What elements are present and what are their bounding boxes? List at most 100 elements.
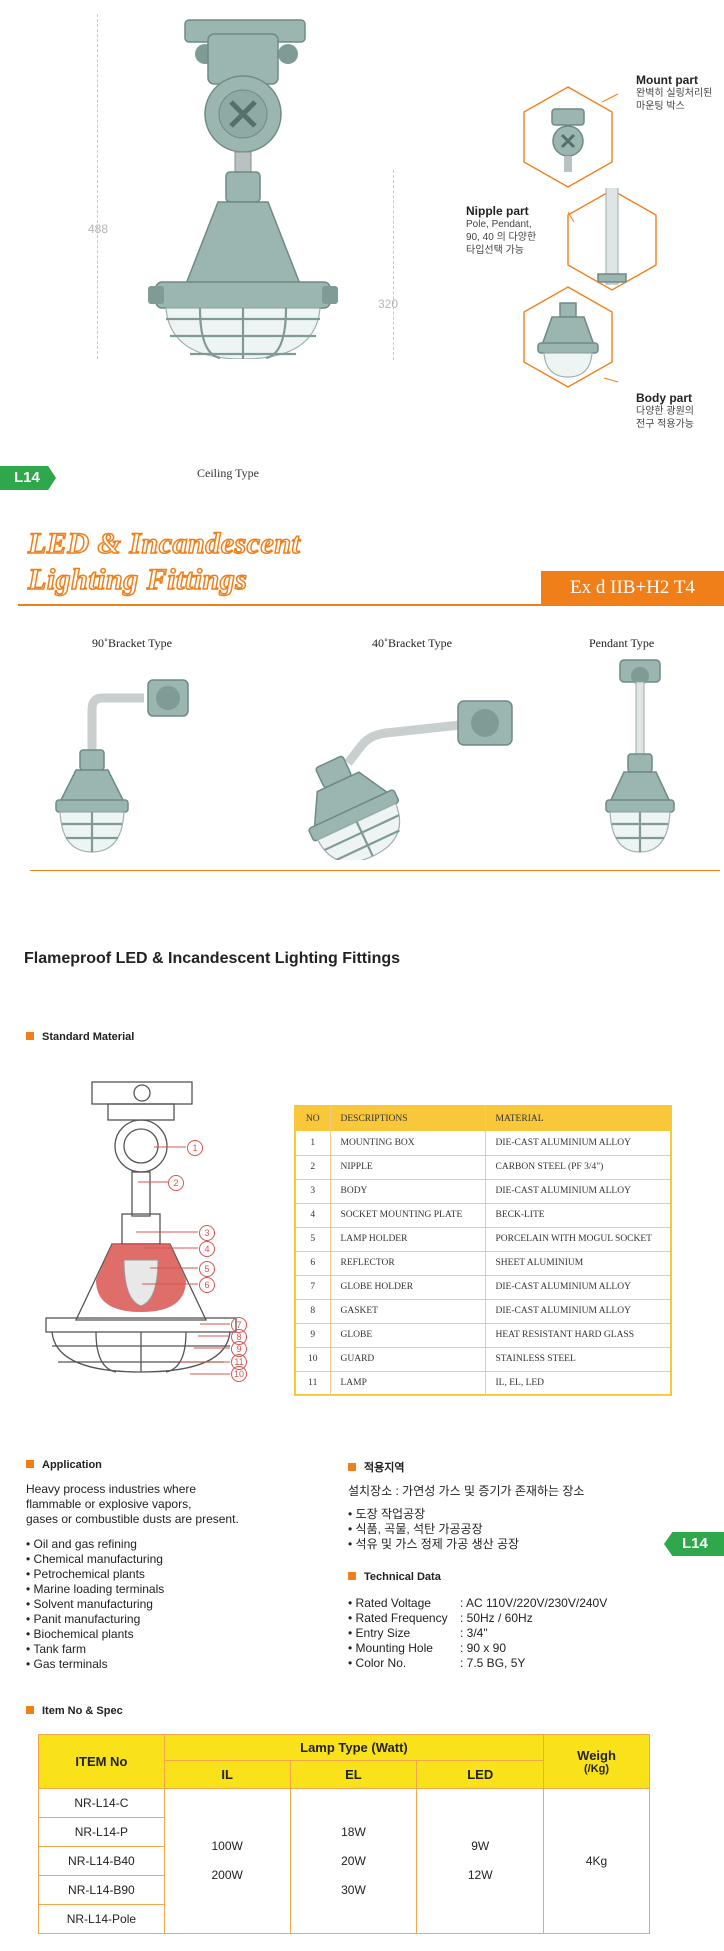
body-part-desc-2: 전구 적용가능 — [636, 419, 694, 430]
spec-header-led: LED — [416, 1760, 545, 1789]
spec-header-item-no: ITEM No — [38, 1734, 165, 1789]
header-descriptions: DESCRIPTIONS — [330, 1107, 486, 1131]
part-leader-lines — [567, 93, 619, 383]
section-square-icon — [26, 1460, 34, 1468]
header-material: MATERIAL — [485, 1107, 670, 1131]
technical-heading-text: Technical Data — [364, 1571, 441, 1583]
variant-label-pendant: Pendant Type — [589, 636, 655, 650]
dimension-body: 320 — [378, 297, 399, 311]
callout-1: 1 — [187, 1140, 203, 1156]
spec-table: ITEM No Lamp Type (Watt) Weigh(/Kg) IL E… — [38, 1734, 650, 1934]
technical-row: • Entry Size: 3/4" — [348, 1626, 488, 1640]
header-no: NO — [296, 1107, 331, 1131]
standard-material-heading-text: Standard Material — [42, 1031, 135, 1043]
ceiling-type-caption: Ceiling Type — [197, 466, 259, 480]
variant-label-90: 90˚Bracket Type — [92, 636, 172, 650]
list-item: • Oil and gas refining — [26, 1537, 137, 1551]
spec-weight-value: 4Kg — [543, 1788, 650, 1934]
mount-part-desc-2: 마운팅 박스 — [636, 101, 685, 112]
callout-5: 5 — [199, 1261, 215, 1277]
section-square-icon — [26, 1032, 34, 1040]
callout-10: 10 — [231, 1366, 247, 1382]
callout-2: 2 — [168, 1175, 184, 1191]
list-item: • Biochemical plants — [26, 1627, 134, 1641]
section-square-icon — [348, 1463, 356, 1471]
mount-part-hexagon — [523, 86, 613, 188]
korean-area-heading: 적용지역 — [348, 1459, 404, 1475]
product-title: Flameproof LED & Incandescent Lighting F… — [24, 950, 401, 967]
korean-area-heading-text: 적용지역 — [364, 1462, 405, 1474]
application-intro: Heavy process industries where flammable… — [26, 1482, 284, 1527]
standard-material-heading: Standard Material — [26, 1031, 134, 1043]
list-item: • 석유 및 가스 정제 가공 생산 공장 — [348, 1537, 520, 1551]
technical-row: • Rated Frequency: 50Hz / 60Hz — [348, 1611, 533, 1625]
spec-header-lamp-type: Lamp Type (Watt) — [163, 1734, 545, 1761]
material-table-header: NO DESCRIPTIONS MATERIAL — [296, 1107, 670, 1131]
korean-area-list: • 도장 작업공장 • 식품, 곡물, 석탄 가공공장 • 석유 및 가스 정제… — [348, 1507, 519, 1552]
spec-item: NR-L14-B40 — [38, 1846, 165, 1876]
technical-row: • Rated Voltage: AC 110V/220V/230V/240V — [348, 1596, 608, 1610]
variants-divider — [30, 870, 720, 871]
spec-header-el: EL — [289, 1760, 418, 1789]
list-item: • Petrochemical plants — [26, 1567, 145, 1581]
body-part-desc-1: 다양한 광원의 — [636, 406, 694, 417]
technical-list: • Rated Voltage: AC 110V/220V/230V/240V … — [348, 1596, 607, 1671]
technical-heading: Technical Data — [348, 1571, 441, 1583]
nipple-part-hexagon — [567, 188, 657, 291]
list-item: • Gas terminals — [26, 1657, 108, 1671]
page-tag-l14: L14 — [0, 466, 56, 490]
section-square-icon — [26, 1706, 34, 1714]
spec-item: NR-L14-P — [38, 1817, 165, 1847]
callout-6: 6 — [199, 1277, 215, 1293]
mount-part-title: Mount part — [636, 73, 698, 87]
section-square-icon — [348, 1572, 356, 1580]
nipple-part-desc-1: Pole, Pendant, — [466, 219, 532, 230]
mount-part-desc-1: 완벽히 실링처리된 — [636, 88, 713, 99]
banner-title-line2: Lighting Fittings — [27, 562, 248, 597]
nipple-part-desc-3: 타입선택 가능 — [466, 245, 524, 256]
banner-orange-rule — [18, 604, 724, 606]
side-tag-l14: L14 — [664, 1532, 724, 1556]
spec-weigh-unit: (/Kg) — [584, 1763, 610, 1775]
mount-part-info: Mount part 완벽히 실링처리된 마운팅 박스 — [636, 73, 712, 113]
banner-title-line1: LED & Incandescent — [27, 526, 301, 561]
ceiling-lamp-image — [148, 19, 338, 359]
material-callout-lines — [136, 1146, 230, 1375]
callout-4: 4 — [199, 1241, 215, 1257]
list-item: • Marine loading terminals — [26, 1582, 165, 1596]
bracket-90-lamp-image — [55, 679, 189, 853]
application-intro-line: flammable or explosive vapors, — [26, 1497, 192, 1511]
material-diagram — [45, 1081, 237, 1373]
korean-area-intro: 설치장소 : 가연성 가스 및 증기가 존재하는 장소 — [348, 1484, 585, 1498]
dimension-line-total — [97, 14, 98, 359]
nipple-part-info: Nipple part Pole, Pendant, 90, 40 의 다양한 … — [466, 204, 536, 257]
nipple-part-desc-2: 90, 40 의 다양한 — [466, 232, 537, 243]
spec-item: NR-L14-C — [38, 1788, 165, 1818]
list-item: • 식품, 곡물, 석탄 가공공장 — [348, 1522, 483, 1536]
spec-heading-text: Item No & Spec — [42, 1705, 123, 1717]
technical-row: • Color No.: 7.5 BG, 5Y — [348, 1656, 526, 1670]
dimension-line-body — [393, 170, 394, 360]
list-item: • Panit manufacturing — [26, 1612, 141, 1626]
body-part-info: Body part 다양한 광원의 전구 적용가능 — [636, 391, 694, 431]
spec-item: NR-L14-B90 — [38, 1875, 165, 1905]
dimension-total: 488 — [88, 222, 109, 236]
spec-weigh-label: Weigh — [577, 1748, 616, 1763]
pendant-lamp-image — [605, 659, 675, 853]
spec-header-il: IL — [163, 1760, 291, 1789]
spec-item: NR-L14-Pole — [38, 1904, 165, 1934]
